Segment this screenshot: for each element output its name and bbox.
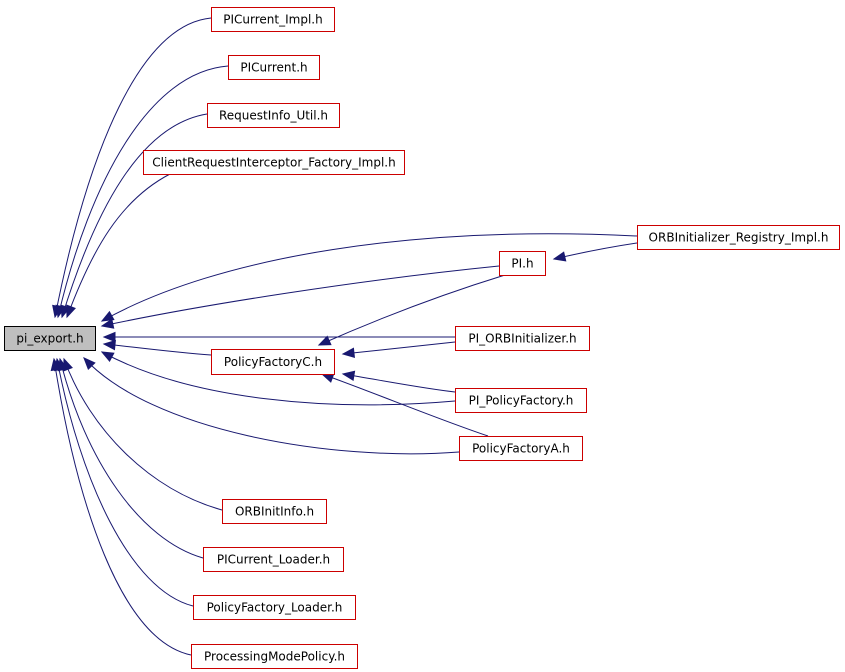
arrowhead-icon [341, 347, 355, 358]
edge-policyfactorya-to-policyfactoryc [320, 372, 489, 437]
node-box [222, 499, 327, 524]
arrowhead-icon [341, 370, 356, 382]
node-label: PICurrent.h [240, 61, 307, 75]
edge-policyfactory_loader-to-pi_export [54, 357, 194, 607]
edge-line [553, 242, 638, 260]
edge-requestinfo_util-to-pi_export [60, 113, 208, 319]
arrowhead-icon [102, 331, 116, 343]
node-box [207, 103, 340, 128]
edge-line [57, 65, 229, 318]
nodes-layer: pi_export.h PICurrent_Impl.hPICurrent.hRe… [4, 7, 840, 669]
node-pi_policyfactory[interactable]: PI_PolicyFactory.h [455, 388, 587, 413]
node-box [499, 251, 546, 276]
node-box [455, 388, 587, 413]
edge-policyfactorya-to-pi_export [83, 357, 460, 455]
node-orbinit_registry[interactable]: ORBInitializer_Registry_Impl.h [637, 225, 840, 250]
node-orbinitinfo[interactable]: ORBInitInfo.h [222, 499, 327, 524]
node-box [193, 595, 356, 620]
edge-line [61, 113, 208, 318]
edge-line [63, 358, 223, 511]
edge-pi_policyfactory-to-policyfactoryc [341, 370, 456, 393]
edge-pi_policyfactory-to-pi_export [100, 351, 456, 406]
node-label: PolicyFactory_Loader.h [207, 601, 343, 615]
arrowhead-icon [50, 357, 61, 372]
edges-layer [50, 17, 638, 656]
node-pi_export: pi_export.h [4, 326, 96, 351]
node-cri_factory_impl[interactable]: ClientRequestInterceptor_Factory_Impl.h [143, 150, 405, 175]
node-requestinfo_util[interactable]: RequestInfo_Util.h [207, 103, 340, 128]
node-pi[interactable]: PI.h [499, 251, 546, 276]
node-label: PI.h [511, 257, 533, 271]
edge-pi_orbinitializer-to-policyfactoryc [341, 341, 456, 358]
edge-line [53, 358, 192, 656]
edge-pi_orbinitializer-to-pi_export [102, 331, 456, 343]
node-box [455, 326, 590, 351]
edge-processingmodepolicy-to-pi_export [50, 357, 192, 656]
arrowhead-icon [100, 318, 115, 329]
edge-line [56, 358, 194, 607]
edge-line [321, 373, 489, 437]
edge-pi-to-policyfactoryc [317, 274, 506, 346]
arrowhead-icon [100, 351, 115, 363]
edge-line [101, 265, 500, 327]
node-policyfactoryc[interactable]: PolicyFactoryC.h [211, 349, 335, 375]
node-box [211, 7, 335, 32]
node-label: ORBInitInfo.h [235, 505, 314, 519]
node-label: RequestInfo_Util.h [219, 109, 328, 123]
node-box [228, 55, 320, 80]
edge-line [101, 233, 638, 322]
node-box [191, 644, 358, 669]
node-box [211, 349, 335, 375]
node-box [203, 547, 344, 572]
node-label: PolicyFactoryC.h [224, 355, 322, 369]
edge-cri_factory_impl-to-pi_export [66, 173, 171, 319]
arrowhead-icon [100, 310, 115, 322]
node-label: PolicyFactoryA.h [472, 442, 570, 456]
node-label: ORBInitializer_Registry_Impl.h [649, 231, 829, 245]
arrowhead-icon [66, 304, 76, 319]
edge-line [342, 373, 456, 393]
node-box [459, 436, 583, 461]
node-label: PI_ORBInitializer.h [468, 332, 576, 346]
edge-line [101, 351, 456, 406]
edge-line [54, 17, 212, 318]
node-label: pi_export.h [16, 332, 83, 346]
node-pi_orbinitializer[interactable]: PI_ORBInitializer.h [455, 326, 590, 351]
arrowhead-icon [102, 339, 116, 351]
edge-line [318, 274, 506, 346]
arrowhead-icon [83, 357, 96, 370]
arrowhead-icon [552, 251, 567, 262]
node-label: PICurrent_Impl.h [223, 13, 322, 27]
node-processingmodepolicy[interactable]: ProcessingModePolicy.h [191, 644, 358, 669]
edge-line [103, 343, 212, 356]
edge-orbinitinfo-to-pi_export [63, 357, 223, 511]
node-label: ClientRequestInterceptor_Factory_Impl.h [152, 156, 395, 170]
node-picurrent[interactable]: PICurrent.h [228, 55, 320, 80]
edge-pi-to-pi_export [100, 265, 500, 329]
edge-line [66, 173, 171, 318]
node-picurrent_loader[interactable]: PICurrent_Loader.h [203, 547, 344, 572]
node-label: PI_PolicyFactory.h [469, 394, 574, 408]
edge-line [59, 358, 204, 559]
node-box [143, 150, 405, 175]
edge-line [83, 357, 460, 455]
node-box [637, 225, 840, 250]
edge-orbinit_registry-to-pi_export [100, 233, 638, 322]
node-policyfactorya[interactable]: PolicyFactoryA.h [459, 436, 583, 461]
edge-line [342, 341, 456, 355]
node-box [4, 326, 96, 351]
arrowhead-icon [317, 335, 332, 346]
node-policyfactory_loader[interactable]: PolicyFactory_Loader.h [193, 595, 356, 620]
node-picurrent_impl[interactable]: PICurrent_Impl.h [211, 7, 335, 32]
node-label: ProcessingModePolicy.h [204, 650, 345, 664]
node-label: PICurrent_Loader.h [217, 553, 330, 567]
edge-policyfactoryc-to-pi_export [102, 339, 212, 356]
edge-orbinit_registry-to-pi [552, 242, 638, 262]
